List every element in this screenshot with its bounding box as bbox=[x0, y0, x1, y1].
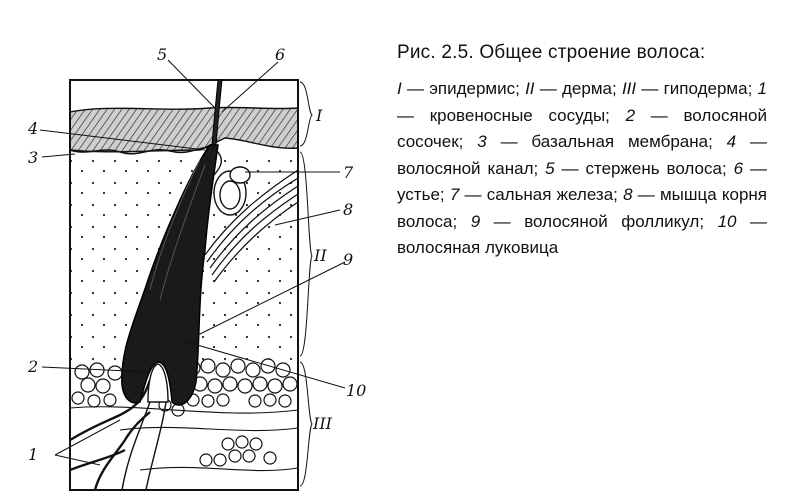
figure-caption: Рис. 2.5. Общее строение волоса: I — эпи… bbox=[397, 40, 767, 262]
label-10: 10 bbox=[346, 381, 366, 400]
legend-key: 1 bbox=[757, 79, 767, 98]
legend-key: 9 bbox=[470, 211, 481, 231]
label-4: 4 bbox=[27, 119, 38, 138]
epidermis-layer bbox=[70, 106, 298, 153]
legend-entry: 9 — волосяной фолликул bbox=[471, 212, 700, 231]
label-layer-i: I bbox=[315, 106, 323, 125]
legend-key: 7 bbox=[449, 185, 460, 204]
caption-legend: I — эпидермис; II — дерма; III — гиподер… bbox=[397, 79, 768, 258]
legend-key: 2 bbox=[625, 105, 636, 125]
label-7: 7 bbox=[343, 163, 354, 182]
legend-entry: 3 — базальная мембрана bbox=[477, 132, 708, 151]
label-layer-ii: II bbox=[313, 246, 327, 265]
legend-text: — кровеносные сосуды bbox=[397, 105, 606, 125]
basal-membrane bbox=[70, 146, 211, 155]
legend-entry: 10 — волосяная луковица bbox=[397, 212, 767, 258]
legend-text: — сальная железа bbox=[459, 185, 614, 204]
legend-entry: I — эпидермис bbox=[397, 79, 515, 98]
leader-lines bbox=[39, 59, 346, 466]
label-8: 8 bbox=[343, 200, 353, 219]
label-1: 1 bbox=[28, 445, 38, 464]
legend-entry: II — дерма bbox=[525, 79, 612, 98]
legend-text: — мышца корня волоса bbox=[397, 185, 767, 231]
legend-entry: 7 — сальная железа bbox=[450, 185, 613, 204]
legend-text: — стержень волоса bbox=[554, 158, 722, 178]
legend-key: 5 bbox=[545, 158, 555, 178]
hair-papilla bbox=[147, 363, 169, 403]
label-3: 3 bbox=[28, 148, 38, 167]
legend-text: — базальная мембрана bbox=[486, 132, 709, 151]
legend-text: — волосяной канал bbox=[397, 132, 767, 178]
layer-braces bbox=[299, 81, 313, 487]
skin-block bbox=[70, 106, 298, 490]
legend-entry: III — гиподерма bbox=[622, 79, 748, 98]
legend-entry: 6 — устье bbox=[397, 159, 767, 205]
legend-key: 3 bbox=[477, 132, 487, 151]
caption-title: Рис. 2.5. Общее строение волоса: bbox=[397, 42, 706, 63]
legend-text: — устье bbox=[397, 158, 767, 205]
label-5: 5 bbox=[157, 45, 167, 64]
fat-cells bbox=[71, 358, 298, 467]
blood-vessels bbox=[70, 379, 152, 490]
label-6: 6 bbox=[275, 45, 285, 64]
legend-text: — волосяной фолликул bbox=[480, 211, 700, 231]
legend-text: — дерма bbox=[534, 79, 612, 98]
legend-key: II bbox=[525, 79, 535, 98]
label-9: 9 bbox=[343, 250, 353, 269]
legend-text: — волосяной сосочек bbox=[397, 105, 767, 152]
legend-key: III bbox=[621, 79, 637, 98]
legend-entry: 4 — волосяной канал bbox=[397, 132, 767, 178]
legend-entry: 1 — кровеносные сосуды bbox=[397, 79, 767, 125]
hair-follicle bbox=[121, 144, 219, 406]
legend-key: 8 bbox=[623, 185, 633, 204]
legend-key: 4 bbox=[726, 132, 737, 151]
label-layer-iii: III bbox=[312, 414, 333, 433]
legend-entry: 5 — стержень волоса bbox=[545, 159, 722, 178]
sebaceous-gland bbox=[213, 149, 251, 216]
legend-text: — волосяная луковица bbox=[397, 211, 768, 258]
legend-entry: 8 — мышца корня волоса bbox=[397, 185, 767, 231]
legend-key: I bbox=[397, 79, 402, 98]
legend-text: — гиподерма bbox=[636, 79, 748, 98]
label-2: 2 bbox=[27, 357, 38, 376]
arrector-pili-muscle bbox=[204, 169, 298, 283]
legend-text: — эпидермис bbox=[401, 79, 516, 98]
legend-key: 6 bbox=[733, 158, 744, 178]
hair-shaft bbox=[211, 79, 223, 146]
legend-entry: 2 — волосяной сосочек bbox=[397, 106, 767, 152]
legend-key: 10 bbox=[717, 211, 737, 231]
